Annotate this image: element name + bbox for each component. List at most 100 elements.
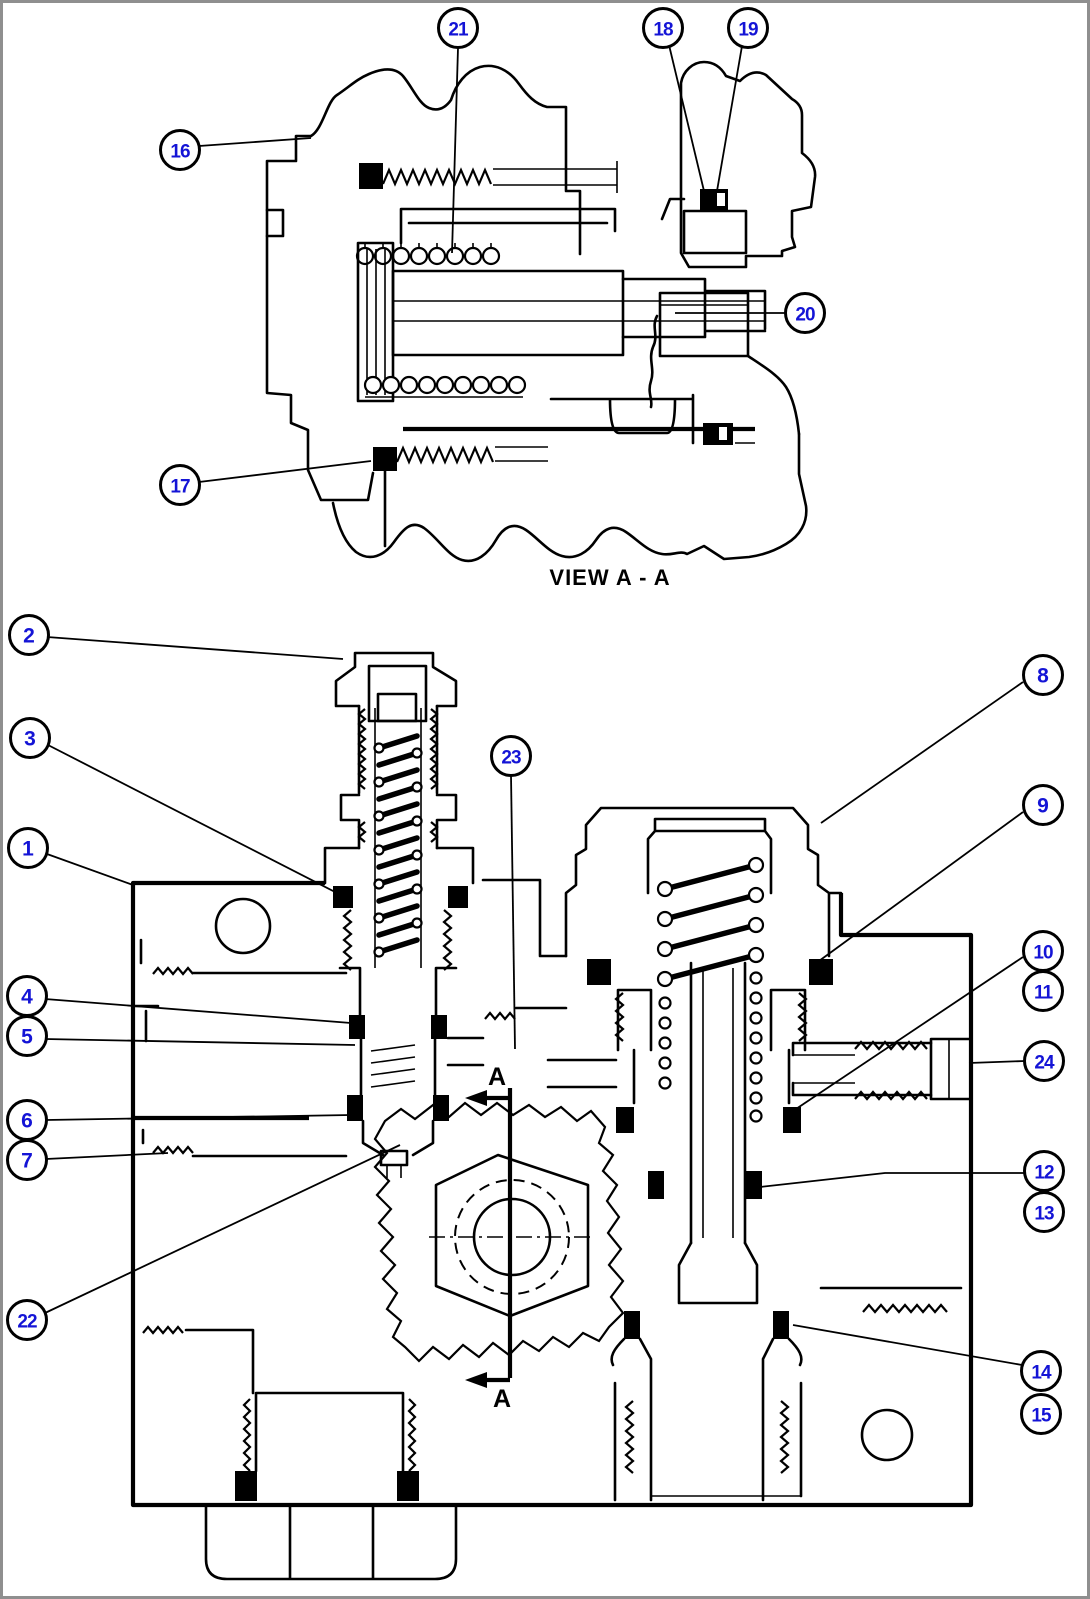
callout-balloon-11[interactable] [1022,970,1064,1012]
break-line-bottom [331,432,808,563]
callout-balloon-15[interactable] [1020,1393,1062,1435]
callout-12[interactable]: 12 [759,1150,1065,1192]
coil-row-bottom [363,375,527,398]
mount-hole-top-left [214,897,272,955]
callout-14[interactable]: 14 [792,1324,1062,1392]
callout-16[interactable]: 16 [159,129,312,171]
callout-balloon-24[interactable] [1023,1040,1065,1082]
right-relief-valve-cartridge [564,806,843,1502]
callout-20[interactable]: 20 [675,292,826,334]
callout-10[interactable]: 10 [792,930,1064,1112]
section-label-bottom: A [493,1385,511,1413]
callout-24[interactable]: 24 [968,1040,1065,1082]
lower-right-cup [549,393,755,445]
callout-3[interactable]: 3 [9,717,338,894]
seal-14-15 [773,1311,789,1339]
callout-5[interactable]: 5 [6,1015,356,1057]
callout-leader-14 [792,1324,1023,1366]
callout-leader-9 [818,811,1024,962]
callout-number-16: 16 [170,142,190,163]
callout-11[interactable]: 11 [1022,970,1064,1012]
view-a-a-assembly: VIEW A - A [265,60,817,590]
callout-21[interactable]: 21 [437,7,479,254]
callout-4[interactable]: 4 [6,975,352,1024]
callout-balloon-14[interactable] [1020,1350,1062,1392]
callout-balloon-19[interactable] [727,7,769,49]
callout-leader-18 [668,44,705,192]
callout-number-4: 4 [21,986,33,1009]
callout-balloon-21[interactable] [437,7,479,49]
valve-assembly-diagram: VIEW A - A [6,7,1065,1581]
callout-balloon-13[interactable] [1023,1191,1065,1233]
seal-4-5 [349,1015,365,1039]
valve-block-outline [130,880,974,1508]
callout-2[interactable]: 2 [8,614,344,660]
callout-number-7: 7 [21,1150,33,1173]
callout-number-6: 6 [21,1110,33,1133]
callout-leader-4 [44,998,352,1024]
callout-leader-21 [451,47,459,254]
callout-number-19: 19 [738,20,758,41]
callout-leader-5 [44,1038,356,1046]
callout-23[interactable]: 23 [490,735,532,1050]
callout-number-24: 24 [1034,1053,1055,1074]
callout-balloon-23[interactable] [490,735,532,777]
section-label-top: A [488,1063,506,1091]
callout-number-8: 8 [1037,665,1049,688]
callout-balloon-2[interactable] [8,614,50,656]
callout-number-18: 18 [653,20,673,41]
seal-17 [373,447,397,471]
callout-leader-24 [968,1060,1026,1064]
spring-top [381,167,493,187]
callout-7[interactable]: 7 [6,1139,169,1181]
callout-19[interactable]: 19 [716,7,769,192]
callout-number-9: 9 [1037,795,1049,818]
callout-leader-8 [820,681,1024,824]
callout-leader-6 [45,1114,352,1121]
callout-13[interactable]: 13 [1023,1191,1065,1233]
callout-leader-23 [510,774,516,1050]
callout-balloon-8[interactable] [1022,654,1064,696]
rod-top [493,161,618,193]
callout-balloon-3[interactable] [9,717,51,759]
left-cartridge-spring [373,733,423,958]
view-label: VIEW A - A [549,565,670,590]
callout-number-22: 22 [17,1312,37,1333]
callout-number-21: 21 [448,20,469,41]
housing-left-step [265,208,285,238]
callout-22[interactable]: 22 [6,1144,401,1341]
callout-leader-2 [46,636,344,660]
callout-number-2: 2 [23,625,35,648]
block-bridge [481,878,568,958]
callout-balloon-18[interactable] [642,7,684,49]
callout-balloon-1[interactable] [7,827,49,869]
callout-17[interactable]: 17 [159,460,372,506]
callout-number-23: 23 [501,748,521,769]
callout-1[interactable]: 1 [7,827,134,886]
callout-balloon-22[interactable] [6,1299,48,1341]
callout-18[interactable]: 18 [642,7,705,192]
callout-balloon-20[interactable] [784,292,826,334]
spool-body [391,269,767,357]
callout-balloon-7[interactable] [6,1139,48,1181]
callout-6[interactable]: 6 [6,1099,352,1141]
callout-balloon-16[interactable] [159,129,201,171]
callout-15[interactable]: 15 [1020,1393,1062,1435]
callout-number-15: 15 [1031,1406,1052,1427]
callout-leader-16 [198,137,312,147]
right-cartridge-spring [656,856,765,1123]
callout-leader-17 [198,460,372,483]
callout-balloon-12[interactable] [1023,1150,1065,1192]
callout-8[interactable]: 8 [820,654,1064,824]
callout-9[interactable]: 9 [818,784,1064,962]
left-relief-valve-cartridge [323,651,475,1178]
spring-bottom [395,445,495,465]
callout-balloon-5[interactable] [6,1015,48,1057]
callout-leader-19 [716,45,743,192]
callout-number-20: 20 [795,305,815,326]
callout-balloon-17[interactable] [159,464,201,506]
mount-hole-bottom-right [860,1408,914,1462]
callout-number-11: 11 [1034,983,1054,1004]
callout-balloon-9[interactable] [1022,784,1064,826]
